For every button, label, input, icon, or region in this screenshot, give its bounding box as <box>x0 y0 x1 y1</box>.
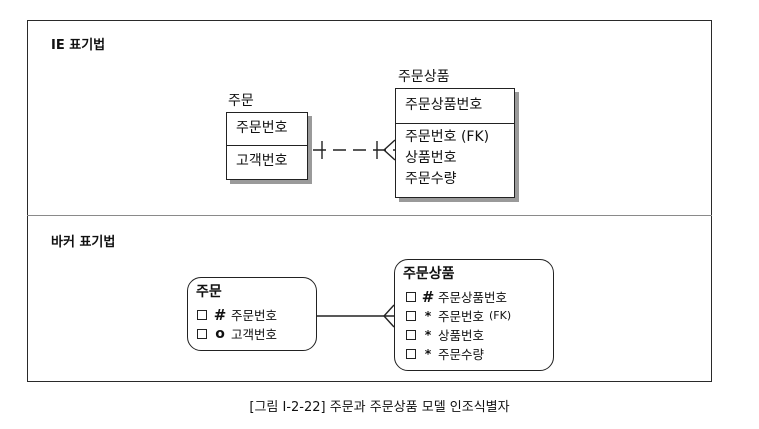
ie-order-attr: 주문번호 <box>236 120 288 136</box>
ie-order-key-section: 주문번호 <box>227 113 307 146</box>
barker-order-entity: 주문 # 주문번호 o 고객번호 <box>187 277 317 351</box>
barker-order-item-attr-row: # 주문상품번호 <box>406 287 553 306</box>
barker-order-title: 주문 <box>196 284 222 300</box>
barker-crows-foot-icon <box>383 304 395 328</box>
barker-attr-name: 주문수량 <box>438 347 485 362</box>
barker-attr-name: 주문번호 <box>231 308 278 323</box>
barker-attr-name: 주문번호 <box>438 309 485 324</box>
ie-order-item-attr: 주문번호 (FK) <box>405 129 490 145</box>
checkbox-icon <box>406 310 416 321</box>
ie-order-item-attr-section: 주문번호 (FK) 상품번호 주문수량 <box>396 124 514 190</box>
ie-crows-foot-icon <box>382 139 396 161</box>
checkbox-icon <box>406 348 416 359</box>
ie-order-item-attr: 주문상품번호 <box>405 97 483 113</box>
barker-section-label: 바커 표기법 <box>51 235 116 250</box>
mandatory-symbol: * <box>424 327 432 342</box>
barker-attr-name: 주문상품번호 <box>438 290 508 305</box>
ie-relationship <box>313 139 396 161</box>
barker-order-item-attr-row: * 주문수량 <box>406 344 553 363</box>
barker-order-item-attr-row: * 주문번호 (FK) <box>406 306 553 325</box>
ie-order-item-attr: 주문수량 <box>405 171 457 187</box>
barker-attr-name: 상품번호 <box>438 328 485 343</box>
fk-marker: (FK) <box>489 309 512 322</box>
diagram-frame <box>27 20 712 382</box>
mandatory-symbol: * <box>424 308 432 323</box>
ie-order-entity: 주문번호 고객번호 <box>226 112 308 180</box>
checkbox-icon <box>406 329 416 340</box>
section-divider <box>27 215 712 216</box>
optional-symbol: o <box>215 325 225 342</box>
checkbox-icon <box>197 328 207 339</box>
checkbox-icon <box>197 309 207 320</box>
figure-caption: [그림 Ⅰ-2-22] 주문과 주문상품 모델 인조식별자 <box>249 400 510 415</box>
barker-order-attr-row: # 주문번호 <box>197 305 316 324</box>
barker-order-item-entity: 주문상품 # 주문상품번호 * 주문번호 (FK) * 상품번호 * 주문수량 <box>394 259 554 371</box>
identifier-symbol: # <box>213 305 227 324</box>
ie-order-title: 주문 <box>228 93 254 109</box>
identifier-symbol: # <box>421 287 435 306</box>
checkbox-icon <box>406 291 416 302</box>
ie-order-attr: 고객번호 <box>236 153 288 169</box>
barker-relationship <box>317 304 395 328</box>
ie-section-label: IE 표기법 <box>51 38 106 53</box>
barker-attr-name: 고객번호 <box>231 327 278 342</box>
ie-order-item-key-section: 주문상품번호 <box>396 89 514 124</box>
barker-order-attr-row: o 고객번호 <box>197 324 316 343</box>
ie-order-item-attr: 상품번호 <box>405 150 457 166</box>
mandatory-symbol: * <box>424 346 432 361</box>
ie-order-item-entity: 주문상품번호 주문번호 (FK) 상품번호 주문수량 <box>395 88 515 198</box>
ie-order-item-title: 주문상품 <box>398 69 450 85</box>
ie-order-attr-section: 고객번호 <box>227 146 307 172</box>
barker-order-item-attr-row: * 상품번호 <box>406 325 553 344</box>
barker-order-item-title: 주문상품 <box>403 266 455 282</box>
